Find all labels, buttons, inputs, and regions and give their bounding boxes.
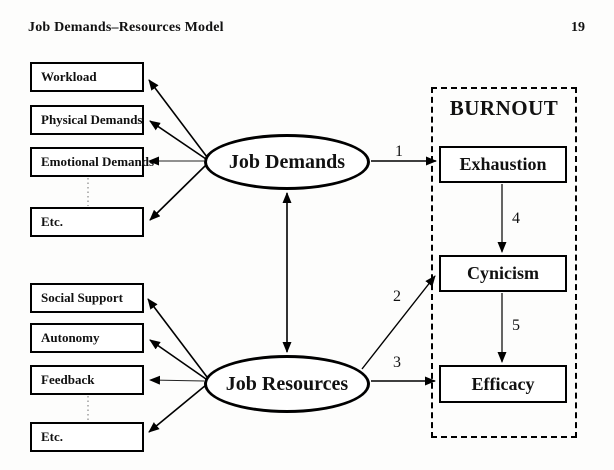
box-demands-etc-label: Etc. — [41, 214, 64, 229]
arrow-resources-to-feedback — [149, 375, 205, 385]
box-cynicism: Cynicism — [439, 255, 567, 292]
path-label-4: 4 — [512, 210, 520, 227]
ellipse-job-resources-label: Job Resources — [225, 372, 349, 395]
box-autonomy: Autonomy — [30, 323, 144, 353]
box-emotional-demands-label: Emotional Demands — [41, 154, 155, 169]
burnout-title: BURNOUT — [449, 96, 559, 120]
box-resources-etc-label: Etc. — [41, 429, 64, 444]
page-title: Job Demands–Resources Model — [28, 20, 224, 35]
page-number: 19 — [571, 20, 585, 35]
box-workload: Workload — [30, 62, 144, 92]
box-cynicism-label: Cynicism — [467, 263, 539, 283]
box-autonomy-label: Autonomy — [41, 330, 100, 345]
box-feedback-label: Feedback — [41, 372, 95, 387]
box-demands-etc: Etc. — [30, 207, 144, 237]
path-label-2: 2 — [393, 288, 401, 305]
box-efficacy-label: Efficacy — [471, 373, 535, 394]
ellipse-job-demands: Job Demands — [204, 134, 370, 190]
burnout-dashed-frame — [431, 87, 577, 438]
box-emotional-demands: Emotional Demands — [30, 147, 154, 177]
arrow-demands-to-etc — [149, 164, 207, 221]
ellipse-job-resources: Job Resources — [204, 355, 370, 413]
ellipse-job-demands-label: Job Demands — [228, 150, 346, 173]
path-label-3: 3 — [393, 354, 401, 371]
box-exhaustion-label: Exhaustion — [459, 154, 547, 174]
box-resources-etc: Etc. — [30, 422, 144, 452]
box-physical-demands-label: Physical Demands — [41, 112, 143, 127]
box-efficacy: Efficacy — [439, 365, 567, 403]
box-physical-demands: Physical Demands — [30, 105, 144, 135]
arrow-resources-to-social-support — [147, 298, 208, 378]
arrow-demands-to-physical — [149, 120, 207, 160]
box-social-support-label: Social Support — [41, 290, 123, 305]
box-workload-label: Workload — [41, 69, 97, 84]
box-exhaustion: Exhaustion — [439, 146, 567, 183]
box-feedback: Feedback — [30, 365, 144, 395]
arrow-resources-to-etc — [148, 384, 207, 433]
path-label-5: 5 — [512, 317, 520, 334]
arrow-demands-to-workload — [148, 79, 208, 158]
path-label-1: 1 — [395, 143, 403, 160]
arrow-resources-to-autonomy — [149, 339, 207, 380]
box-social-support: Social Support — [30, 283, 144, 313]
